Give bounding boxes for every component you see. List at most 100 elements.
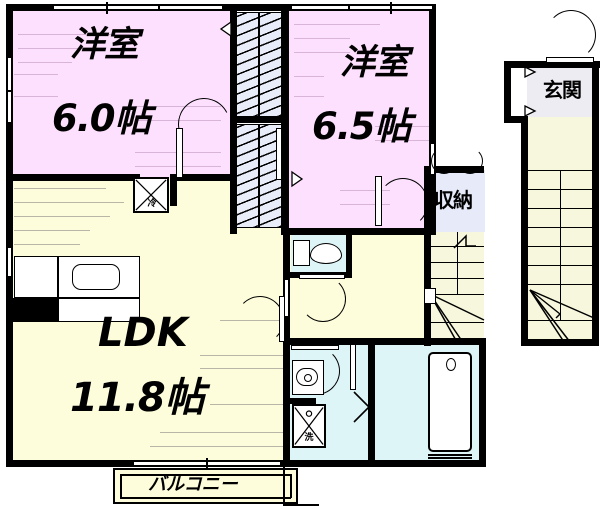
door-bedroom-right-swing[interactable] [378,178,428,228]
wall-bath-bottom [370,460,486,467]
door-bath-panel[interactable] [350,344,356,390]
refrigerator-marker [133,177,169,213]
room-bedroom-left [10,10,232,178]
hairline [14,202,124,203]
hairline [18,34,134,35]
window-ldk-side [6,248,13,276]
label-bedroom-right-name: 洋室 [340,43,409,83]
hairline [14,188,106,189]
toilet-tank [293,240,310,266]
hairline [294,38,350,39]
stairs-inner-winder [428,288,486,346]
slider-bedroom-right-side[interactable] [276,128,282,180]
wall-genkan-top [504,61,600,68]
stair-outer-tread [527,284,593,285]
room-genkan [527,67,593,117]
hairline [375,126,429,127]
door-bath-folding[interactable] [352,390,372,424]
stairs-inner-arrow [452,234,478,256]
closet-mullion-upper [258,12,260,117]
hairline [200,368,286,369]
closet-mullion-lower [258,124,260,228]
balcony-inner-line [120,474,291,476]
wall-exterior-right [429,4,436,234]
stair-outer-tread [527,170,593,171]
wall-closet-mid [230,116,289,123]
hairline [135,120,221,121]
stair-tread [430,322,484,323]
hairline [160,432,286,433]
genkan-shoebox [510,67,527,117]
door-genkan-swing[interactable] [546,10,596,60]
hairline [135,106,221,107]
window-bedroom-left-2 [160,4,222,11]
door-toilet-panel[interactable] [299,274,345,279]
stair-outer-tread [527,227,593,228]
stairs-inner-landing [424,288,436,304]
vanity-drain [304,374,312,382]
wall-exterior-left [6,4,13,466]
wall-genkan-left [504,61,511,123]
door-toilet-swing[interactable] [300,276,346,322]
wall-bedroom-right-bottom [281,228,436,235]
kitchen-base-wall2 [10,306,58,322]
refrigerator-symbol: 冷 [147,199,157,209]
wall-stairs-outer-right [592,61,599,346]
hairline [14,244,80,245]
kitchen-sink-basin [72,264,120,290]
wall-washroom-bath [368,344,375,462]
label-bedroom-left-name: 洋室 [70,25,139,65]
kitchen-base-wall [10,298,58,306]
stair-tread-vertical [457,232,458,294]
door-washroom-panel[interactable] [291,345,339,350]
bath-threshold [428,454,472,456]
toilet-bowl [310,243,342,264]
door-ldk-hallway-swing[interactable] [236,296,284,344]
closet-slider-marks-right [290,170,304,188]
door-bedroom-right-panel[interactable] [375,176,382,226]
wall-ldk-step [170,174,177,206]
hairline [18,62,72,63]
washer-marker [292,404,326,448]
stair-outer-tread [527,189,593,190]
genkan-slider-marks [524,64,538,120]
hairline [375,140,429,141]
balcony-inner-line-d [120,497,291,499]
wall-closet-storage-top [424,166,484,173]
door-closet-swing-left[interactable] [431,148,457,174]
bathtub-drain [446,358,456,371]
window-br-mullion [390,2,392,14]
door-genkan-panel[interactable] [546,57,594,63]
door-ldk-hallway-panel[interactable] [279,296,285,342]
balcony-inner-line-b [120,474,122,498]
hairline [210,404,286,405]
label-closet: 収納 [434,188,473,212]
hairline [294,96,324,97]
hairline [200,355,286,356]
wall-stairs-outer-left [521,116,528,346]
wall-washroom-stub [288,398,316,404]
door-bedroom-left-panel[interactable] [176,128,183,178]
hairline [14,96,58,97]
wall-bedroom-left-bottom2 [172,174,236,181]
hairline [14,230,90,231]
porch-line-2 [283,504,319,506]
label-bedroom-right-area: 6.5帖 [312,105,412,148]
stair-outer-tread [527,265,593,266]
stair-outer-tread [527,320,593,321]
hairline [14,216,110,217]
label-bedroom-left-area: 6.0帖 [52,97,152,140]
label-genkan: 玄関 [543,78,582,102]
label-ldk-name: LDK [98,310,188,356]
wall-exterior-right-lower [479,338,486,466]
wall-bedroom-left-bottom [6,174,140,181]
window-bl-mullion [106,2,108,14]
stair-tread [430,294,484,295]
door-closet-swing-right[interactable] [457,148,483,174]
hairline [294,52,350,53]
wall-genkan-bottom [504,116,528,123]
window-bedroom-right-1 [292,4,348,11]
washer-symbol: 洗 [304,433,314,443]
window-bedroom-left-side2 [6,92,13,122]
wall-toilet-right [346,230,352,276]
